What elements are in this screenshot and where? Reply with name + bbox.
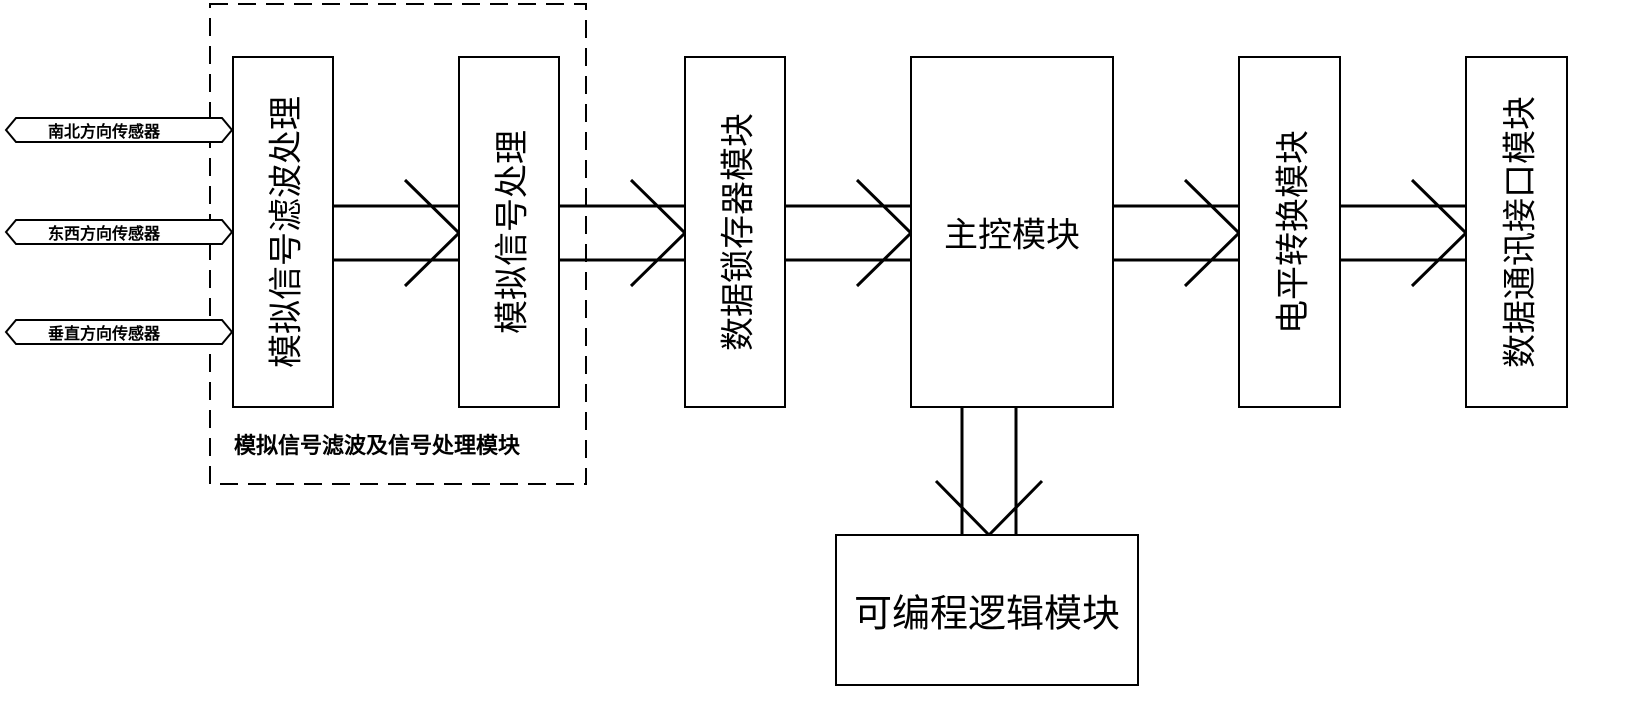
filter-processing-label: 模拟信号滤波处理 (266, 96, 307, 368)
level-conversion-label: 电平转换模块 (1273, 130, 1313, 334)
arrow-main-to-plc (934, 408, 1044, 538)
main-control-block: 主控模块 (910, 56, 1114, 408)
data-comm-interface-label: 数据通讯接口模块 (1500, 96, 1540, 368)
level-conversion-block: 电平转换模块 (1238, 56, 1341, 408)
signal-processing-label: 模拟信号处理 (492, 130, 533, 334)
data-latch-label: 数据锁存器模块 (718, 113, 759, 351)
arrow-latch-to-main (785, 178, 914, 288)
arrow-level-to-comm (1340, 178, 1469, 288)
data-comm-interface-block: 数据通讯接口模块 (1465, 56, 1568, 408)
filter-processing-block: 模拟信号滤波处理 (232, 56, 334, 408)
signal-processing-block: 模拟信号处理 (458, 56, 560, 408)
sensor-label-vertical: 垂直方向传感器 (48, 324, 161, 343)
data-latch-block: 数据锁存器模块 (684, 56, 786, 408)
main-control-label: 主控模块 (944, 215, 1080, 256)
signal-processing-group-caption: 模拟信号滤波及信号处理模块 (234, 434, 521, 459)
arrow-main-to-level (1113, 178, 1242, 288)
arrow-filter-to-signal (333, 178, 462, 288)
programmable-logic-label: 可编程逻辑模块 (853, 591, 1121, 636)
sensor-label-north-south: 南北方向传感器 (48, 122, 161, 141)
programmable-logic-block: 可编程逻辑模块 (835, 534, 1139, 686)
sensor-label-east-west: 东西方向传感器 (48, 224, 161, 243)
arrow-signal-to-latch (559, 178, 688, 288)
